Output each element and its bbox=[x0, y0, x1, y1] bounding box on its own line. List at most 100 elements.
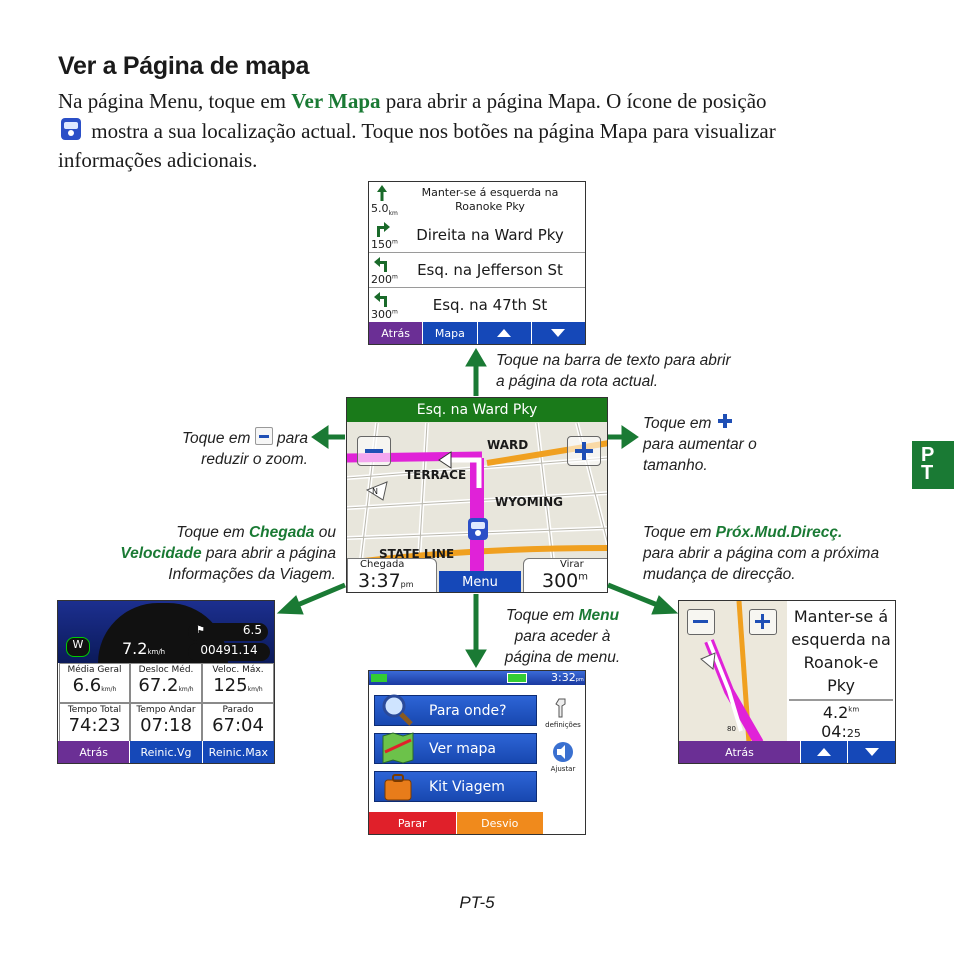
zoom-in-button[interactable] bbox=[749, 609, 777, 635]
callout-zoom-out-a: Toque em bbox=[181, 430, 255, 447]
map-button[interactable]: Mapa bbox=[423, 322, 478, 344]
intro-text-2: para abrir a página Mapa. O ícone de pos… bbox=[380, 89, 767, 113]
adjust-button[interactable]: Ajustar bbox=[541, 741, 585, 779]
map-street-label: WARD bbox=[487, 438, 529, 452]
route-row-text: Esq. na 47th St bbox=[432, 296, 548, 314]
callout-zoom-in-b: para aumentar o tamanho. bbox=[643, 436, 757, 474]
settings-button[interactable]: definições bbox=[541, 697, 585, 735]
trip-cell-label: Veloc. Máx. bbox=[212, 665, 264, 675]
trip-button-bar: Atrás Reinic.Vg Reinic.Max bbox=[58, 741, 274, 763]
route-row-unit: m bbox=[392, 273, 398, 281]
zoom-out-button[interactable] bbox=[687, 609, 715, 635]
callout-zoom-in-a: Toque em bbox=[643, 415, 716, 432]
status-bar: 3:32pm bbox=[369, 671, 585, 685]
detour-button[interactable]: Desvio bbox=[456, 812, 543, 834]
route-row-unit: km bbox=[388, 210, 398, 217]
callout-menu-a: Toque em bbox=[505, 607, 579, 624]
stop-button[interactable]: Parar bbox=[369, 812, 457, 834]
trip-cell-unit: km/h bbox=[101, 686, 117, 693]
down-arrow-icon bbox=[551, 329, 566, 337]
route-row-distance: 300 bbox=[371, 308, 392, 321]
callout-zoom-out-b: para reduzir o zoom. bbox=[201, 430, 308, 468]
position-icon bbox=[58, 116, 84, 142]
menu-button-bar: Parar Desvio bbox=[369, 812, 543, 834]
page-number: PT-5 bbox=[459, 893, 495, 912]
odometer-field: 00491.14 bbox=[188, 643, 270, 661]
route-row-distance: 200 bbox=[371, 273, 392, 286]
turn-time: 04: bbox=[821, 722, 847, 741]
reset-trip-button[interactable]: Reinic.Vg bbox=[130, 741, 203, 763]
route-row[interactable]: Direita na Ward Pky 150m bbox=[369, 218, 585, 253]
left-turn-arrow-icon bbox=[374, 292, 387, 307]
callout-turn-a: Toque em bbox=[643, 524, 716, 541]
route-row[interactable]: Esq. na 47th St 300m bbox=[369, 288, 585, 323]
trip-cell-value: 125 bbox=[213, 675, 248, 696]
view-map-label: Ver mapa bbox=[429, 740, 496, 757]
clock-suffix: pm bbox=[575, 677, 584, 683]
settings-label: definições bbox=[545, 721, 581, 729]
callout-menu-link: Menu bbox=[578, 607, 620, 624]
intro-text-3: mostra a sua localização actual. Toque n… bbox=[58, 119, 776, 172]
street-name-bar[interactable]: Esq. na Ward Pky bbox=[347, 398, 607, 422]
travel-kit-label: Kit Viagem bbox=[429, 778, 505, 795]
callout-next-turn: Toque em Próx.Mud.Direcç.para abrir a pá… bbox=[643, 522, 893, 585]
flag-icon: ⚑ bbox=[196, 625, 205, 636]
down-arrow-icon bbox=[864, 748, 879, 756]
scroll-up-button[interactable] bbox=[800, 741, 849, 763]
map-scale: 80 bbox=[727, 725, 736, 733]
reset-max-button[interactable]: Reinic.Max bbox=[202, 741, 274, 763]
plus-icon bbox=[755, 614, 770, 629]
arrow-down-left bbox=[294, 582, 346, 609]
intro-paragraph: Na página Menu, toque em Ver Mapa para a… bbox=[58, 87, 858, 175]
scroll-down-button[interactable] bbox=[848, 741, 895, 763]
magnifier-icon bbox=[382, 694, 413, 726]
route-row-text: Manter-se á esquerda na Roanoke Pky bbox=[421, 186, 559, 213]
callout-trip-ou: ou bbox=[314, 524, 336, 541]
signal-icon bbox=[371, 674, 387, 682]
menu-button[interactable]: Menu bbox=[439, 571, 521, 592]
back-button[interactable]: Atrás bbox=[369, 322, 424, 344]
arrival-field[interactable]: Chegada 3:37pm bbox=[347, 558, 437, 592]
intro-link-ver-mapa: Ver Mapa bbox=[291, 89, 381, 113]
zoom-in-button[interactable] bbox=[567, 436, 601, 466]
route-row[interactable]: Esq. na Jefferson St 200m bbox=[369, 253, 585, 288]
callout-trip-b: para abrir a página Informações da Viage… bbox=[168, 545, 336, 583]
map-street-label: WYOMING bbox=[495, 495, 563, 509]
map-icon bbox=[382, 732, 414, 764]
turn-unit: m bbox=[578, 571, 589, 583]
route-row-text: Esq. na Jefferson St bbox=[417, 261, 563, 279]
straight-arrow-icon bbox=[377, 185, 387, 201]
intro-text-1: Na página Menu, toque em bbox=[58, 89, 292, 113]
minus-icon bbox=[693, 620, 708, 623]
scroll-down-button[interactable] bbox=[531, 322, 585, 344]
current-speed: 7.2 bbox=[122, 639, 148, 658]
back-button[interactable]: Atrás bbox=[58, 741, 131, 763]
callout-top: Toque na barra de texto para abrir a pág… bbox=[496, 352, 731, 390]
trip-cell-value: 74:23 bbox=[68, 715, 121, 736]
map-street-label: STATE LINE bbox=[379, 547, 455, 561]
speed-unit: km/h bbox=[147, 648, 166, 656]
turn-label: Virar bbox=[560, 559, 584, 570]
trip-cell-value: 67.2 bbox=[138, 675, 179, 696]
route-row-distance: 150 bbox=[371, 238, 392, 251]
scroll-up-button[interactable] bbox=[477, 322, 532, 344]
back-button[interactable]: Atrás bbox=[679, 741, 801, 763]
travel-kit-button[interactable]: Kit Viagem bbox=[374, 771, 537, 802]
section-heading: Ver a Página de mapa bbox=[58, 52, 310, 80]
view-map-button[interactable]: Ver mapa bbox=[374, 732, 537, 764]
route-row-unit: m bbox=[392, 308, 398, 316]
trip-cell-unit: km/h bbox=[178, 686, 194, 693]
route-row-text: Direita na Ward Pky bbox=[416, 226, 564, 244]
trip-cell-label: Tempo Total bbox=[67, 705, 122, 715]
zoom-out-button[interactable] bbox=[357, 436, 391, 466]
trip-cell-label: Tempo Andar bbox=[136, 705, 196, 715]
next-turn-field[interactable]: Virar 300m bbox=[523, 558, 607, 592]
plus-icon bbox=[575, 442, 593, 460]
where-to-button[interactable]: Para onde? bbox=[374, 694, 537, 726]
up-arrow-icon bbox=[817, 748, 832, 756]
